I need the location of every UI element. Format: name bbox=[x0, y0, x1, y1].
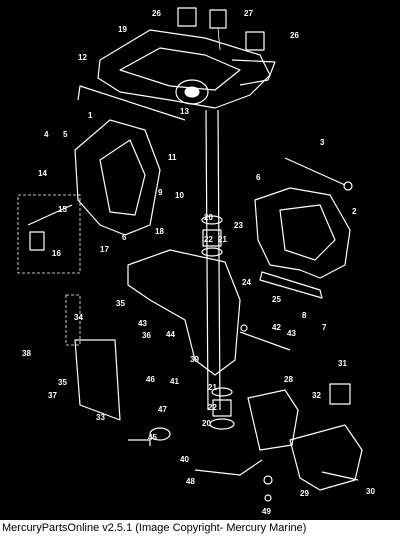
part-31-cap bbox=[329, 383, 351, 405]
callout-28: 28 bbox=[284, 375, 293, 384]
callout-26: 26 bbox=[290, 31, 299, 40]
part-47-fitting bbox=[149, 427, 171, 441]
callout-32: 32 bbox=[312, 391, 321, 400]
callout-21: 21 bbox=[208, 383, 217, 392]
callout-49: 49 bbox=[262, 507, 271, 516]
callout-46: 46 bbox=[146, 375, 155, 384]
callout-1: 1 bbox=[88, 111, 93, 120]
part-26b-cap bbox=[245, 31, 265, 51]
callout-41: 41 bbox=[170, 377, 179, 386]
part-45-link bbox=[128, 439, 151, 446]
callout-35: 35 bbox=[116, 299, 125, 308]
part-43-bolt bbox=[239, 331, 291, 351]
part-33-bracket bbox=[74, 339, 121, 421]
callout-42: 42 bbox=[272, 323, 281, 332]
callout-6: 6 bbox=[256, 173, 261, 182]
part-14-kit-box bbox=[17, 194, 81, 274]
callout-31: 31 bbox=[338, 359, 347, 368]
callout-29: 29 bbox=[300, 489, 309, 498]
callout-33: 33 bbox=[96, 413, 105, 422]
pivot-tube-right bbox=[217, 109, 221, 411]
part-29-clamp bbox=[289, 424, 363, 491]
callout-10: 10 bbox=[175, 191, 184, 200]
callout-17: 17 bbox=[100, 245, 109, 254]
part-3-bolt bbox=[284, 157, 346, 186]
callout-8: 8 bbox=[302, 311, 307, 320]
part-19-bracket bbox=[97, 29, 276, 109]
callout-2: 2 bbox=[352, 207, 357, 216]
callout-7: 7 bbox=[322, 323, 327, 332]
callout-14: 14 bbox=[38, 169, 47, 178]
callout-15: 15 bbox=[58, 205, 67, 214]
callout-16: 16 bbox=[52, 249, 61, 258]
part-1-clamp-bracket bbox=[74, 119, 161, 236]
part-48-cable bbox=[194, 459, 263, 476]
swivel-bracket bbox=[127, 249, 241, 376]
callout-4: 4 bbox=[44, 130, 49, 139]
callout-43: 43 bbox=[138, 319, 147, 328]
part-21b-ring bbox=[209, 418, 235, 430]
callout-20: 20 bbox=[202, 419, 211, 428]
callout-45: 45 bbox=[148, 433, 157, 442]
part-20-washer bbox=[201, 215, 223, 225]
part-12-rod bbox=[77, 85, 186, 121]
callout-47: 47 bbox=[158, 405, 167, 414]
callout-23: 23 bbox=[234, 221, 243, 230]
part-27-cap bbox=[209, 9, 227, 29]
callout-22: 22 bbox=[204, 235, 213, 244]
callout-34: 34 bbox=[74, 313, 83, 322]
image-caption: MercuryPartsOnline v2.5.1 (Image Copyrig… bbox=[0, 520, 400, 536]
callout-6: 6 bbox=[122, 233, 127, 242]
callout-38: 38 bbox=[22, 349, 31, 358]
part-28-clamp bbox=[247, 389, 299, 451]
callout-12: 12 bbox=[78, 53, 87, 62]
callout-11: 11 bbox=[168, 153, 177, 162]
callout-35: 35 bbox=[58, 378, 67, 387]
pivot-tube-left bbox=[205, 109, 209, 411]
part-22-bushing bbox=[202, 229, 222, 247]
callout-37: 37 bbox=[48, 391, 57, 400]
callout-25: 25 bbox=[272, 295, 281, 304]
callout-3: 3 bbox=[320, 138, 325, 147]
callout-22: 22 bbox=[208, 403, 217, 412]
callout-19: 19 bbox=[118, 25, 127, 34]
callout-39: 39 bbox=[190, 355, 199, 364]
callout-20: 20 bbox=[204, 213, 213, 222]
part-7-bar bbox=[259, 271, 323, 299]
part-26-cap bbox=[177, 7, 197, 27]
callout-26: 26 bbox=[152, 9, 161, 18]
callout-44: 44 bbox=[166, 330, 175, 339]
callout-5: 5 bbox=[63, 130, 68, 139]
callout-13: 13 bbox=[180, 107, 189, 116]
callout-27: 27 bbox=[244, 9, 253, 18]
callout-48: 48 bbox=[186, 477, 195, 486]
callout-36: 36 bbox=[142, 331, 151, 340]
callout-30: 30 bbox=[366, 487, 375, 496]
callout-9: 9 bbox=[158, 188, 163, 197]
callout-18: 18 bbox=[155, 227, 164, 236]
part-21-ring bbox=[201, 247, 223, 257]
callout-21: 21 bbox=[218, 235, 227, 244]
callout-40: 40 bbox=[180, 455, 189, 464]
part-2-clamp-bracket bbox=[254, 187, 351, 279]
part-20b-washer bbox=[211, 387, 233, 397]
part-30-screw bbox=[321, 471, 359, 481]
part-22b-bushing bbox=[212, 399, 232, 417]
callout-43: 43 bbox=[287, 329, 296, 338]
callout-24: 24 bbox=[242, 278, 251, 287]
